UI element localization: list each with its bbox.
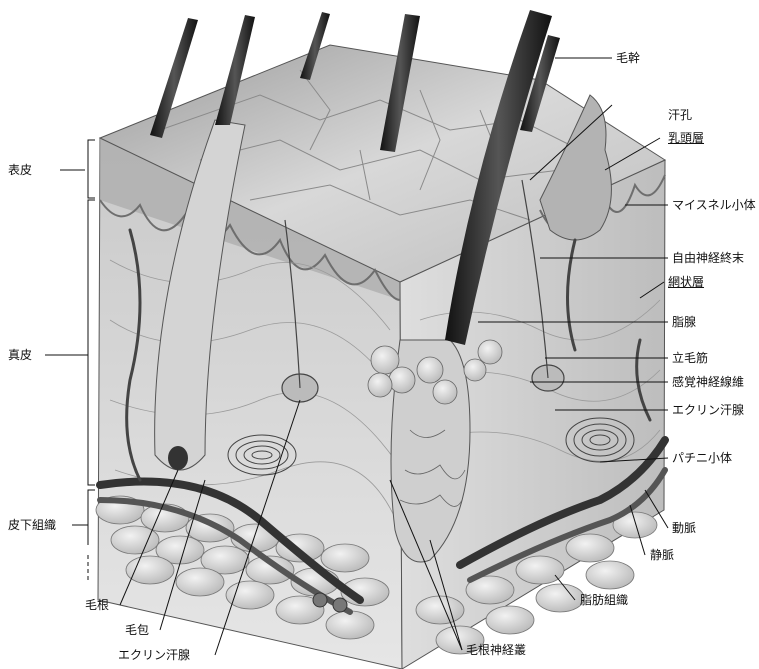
label-hair-root: 毛根 — [85, 598, 109, 612]
label-vein: 静脈 — [650, 548, 674, 562]
label-papillary-layer: 乳頭層 — [668, 131, 704, 145]
label-epidermis: 表皮 — [8, 163, 32, 177]
label-meissner: マイスネル小体 — [672, 198, 756, 212]
label-sweat-pore: 汗孔 — [668, 108, 692, 122]
label-free-nerve-ending: 自由神経終末 — [672, 251, 744, 265]
label-hair-shaft: 毛幹 — [616, 51, 640, 65]
label-artery: 動脈 — [672, 521, 696, 535]
label-hair-root-plexus: 毛根神経叢 — [466, 643, 526, 657]
label-follicle: 毛包 — [125, 623, 149, 637]
label-eccrine-gland-bottom: エクリン汗腺 — [118, 648, 190, 662]
label-sensory-nerve: 感覚神経線維 — [672, 375, 744, 389]
label-sebaceous-gland: 脂腺 — [672, 315, 696, 329]
label-eccrine-gland-right: エクリン汗腺 — [672, 403, 744, 417]
label-fat-tissue: 脂肪組織 — [580, 593, 628, 607]
label-subcutis: 皮下組織 — [8, 518, 56, 532]
label-dermis: 真皮 — [8, 348, 32, 362]
label-arrector-pili: 立毛筋 — [672, 351, 708, 365]
label-pacinian: パチニ小体 — [672, 451, 732, 465]
label-reticular-layer: 網状層 — [668, 275, 704, 289]
